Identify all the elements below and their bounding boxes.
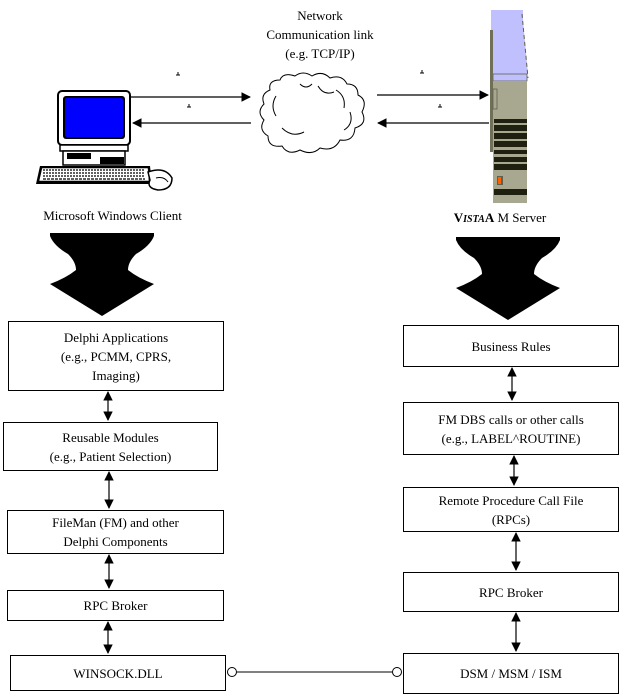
server-led [498, 177, 501, 184]
network-cloud-icon [259, 72, 365, 154]
delphi-applications-box: Delphi Applications (e.g., PCMM, CPRS, I… [8, 321, 224, 391]
server-label-v: V [453, 210, 464, 225]
fm-dbs-calls-box: FM DBS calls or other calls (e.g., LABEL… [403, 402, 619, 455]
server-label: VISTAA M Server [453, 210, 547, 225]
winsock-dll-box: WINSOCK.DLL [10, 655, 226, 691]
tick-marks [176, 70, 442, 108]
business-rules-box: Business Rules [403, 325, 619, 367]
socket-connector [227, 667, 402, 677]
client-label: Microsoft Windows Client [43, 208, 182, 223]
computer-icon [36, 90, 173, 191]
server-label-ista: ISTA [463, 214, 485, 225]
server-rpc-broker-box: RPC Broker [403, 572, 619, 612]
server-label-suffix: M Server [494, 210, 547, 225]
reusable-modules-box: Reusable Modules (e.g., Patient Selectio… [3, 422, 218, 471]
fileman-components-box: FileMan (FM) and other Delphi Components [7, 510, 224, 554]
client-rpc-broker-box: RPC Broker [7, 590, 224, 621]
monitor-screen [65, 98, 123, 137]
dsm-msm-ism-box: DSM / MSM / ISM [403, 653, 619, 694]
client-block-arrow [50, 233, 154, 316]
server-icon [490, 10, 529, 203]
server-block-arrow [456, 237, 560, 320]
rpc-file-box: Remote Procedure Call File (RPCs) [403, 487, 619, 532]
network-link-label: Network Communication link (e.g. TCP/IP) [266, 8, 374, 61]
